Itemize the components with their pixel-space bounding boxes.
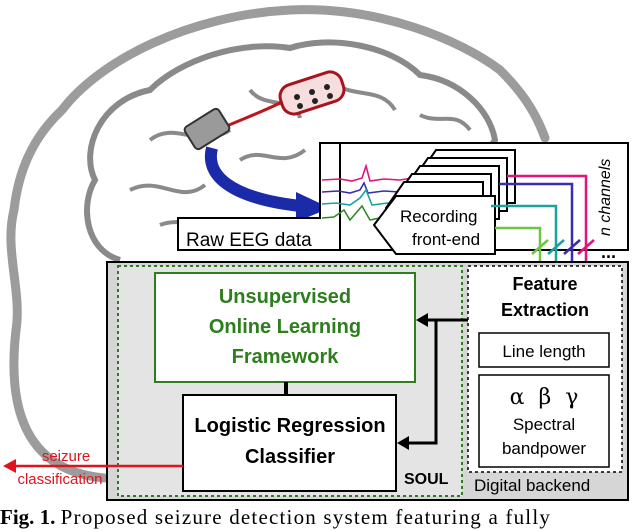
soul-label: SOUL bbox=[404, 471, 449, 488]
recording-front-end-block bbox=[372, 195, 496, 255]
bus-slash bbox=[547, 239, 565, 255]
feature-extraction-line2: Extraction bbox=[501, 300, 589, 320]
output-label-line2: classification bbox=[17, 471, 102, 488]
spectral-bandpower-box bbox=[478, 374, 610, 468]
classifier-line1: Logistic Regression bbox=[194, 415, 385, 437]
electrode-wire bbox=[221, 100, 283, 130]
implant-chip bbox=[183, 107, 231, 151]
output-arrowhead bbox=[3, 459, 16, 473]
channel-wire bbox=[499, 182, 574, 265]
unsupervised-framework-box bbox=[154, 272, 416, 383]
brain-fold-5 bbox=[419, 113, 472, 132]
recording-front-end-line2: front-end bbox=[412, 230, 480, 249]
framework-line2: Online Learning bbox=[209, 316, 361, 338]
greek-letters: α β γ bbox=[510, 385, 579, 410]
bus-slash bbox=[563, 239, 581, 255]
feature-to-classifier-arrow bbox=[408, 320, 438, 445]
framework-line3: Framework bbox=[232, 346, 340, 368]
channel-wire bbox=[507, 174, 588, 265]
signal-arrow-head bbox=[296, 192, 330, 222]
electrode-contact bbox=[324, 84, 330, 90]
brain-fold-6 bbox=[238, 148, 307, 162]
line-length-label: Line length bbox=[502, 342, 585, 361]
output-label-line1: seizure bbox=[42, 448, 90, 465]
n-channels-label: n channels bbox=[597, 159, 614, 236]
raw-eeg-panel bbox=[177, 142, 341, 251]
signal-arrow bbox=[204, 146, 301, 212]
caption-text: Proposed seizure detection system featur… bbox=[60, 505, 552, 529]
digital-backend-label: Digital backend bbox=[474, 476, 590, 495]
channel-wire bbox=[495, 226, 542, 265]
head-outline bbox=[6, 5, 550, 483]
framework-classifier-link bbox=[284, 382, 288, 395]
line-length-box bbox=[478, 332, 610, 368]
framework-line1: Unsupervised bbox=[219, 286, 351, 308]
caption-label: Fig. 1. bbox=[0, 505, 56, 529]
bus-slash bbox=[531, 239, 549, 255]
electrode-contact bbox=[327, 93, 333, 99]
bus-slash bbox=[577, 239, 595, 255]
eeg-trace bbox=[321, 181, 401, 194]
feature-to-classifier-arrowhead bbox=[397, 436, 409, 450]
channels-ellipsis: ... bbox=[601, 242, 616, 262]
brain-outline bbox=[84, 39, 499, 263]
eeg-trace bbox=[321, 188, 401, 206]
classifier-box bbox=[182, 394, 397, 492]
channel-wires bbox=[491, 174, 588, 265]
electrode-contact bbox=[312, 98, 318, 104]
electrode-contact bbox=[294, 94, 300, 100]
feature-to-framework-arrowhead bbox=[416, 313, 428, 327]
raw-eeg-label: Raw EEG data bbox=[186, 230, 312, 251]
spectral-line2: bandpower bbox=[502, 439, 586, 458]
electrode-contact bbox=[309, 89, 315, 95]
spectral-line1: Spectral bbox=[513, 415, 575, 434]
electrode-contact bbox=[297, 103, 303, 109]
figure-caption: Fig. 1. Proposed seizure detection syste… bbox=[0, 503, 640, 531]
channel-wire bbox=[491, 204, 558, 265]
brain-fold-2 bbox=[129, 183, 207, 195]
bus-slashes bbox=[531, 239, 595, 255]
recording-front-end-line1: Recording bbox=[400, 207, 478, 226]
classifier-line2: Classifier bbox=[245, 446, 335, 468]
eeg-trace bbox=[321, 163, 413, 182]
front-end-stack bbox=[372, 149, 516, 255]
feature-extraction-line1: Feature bbox=[512, 274, 577, 294]
